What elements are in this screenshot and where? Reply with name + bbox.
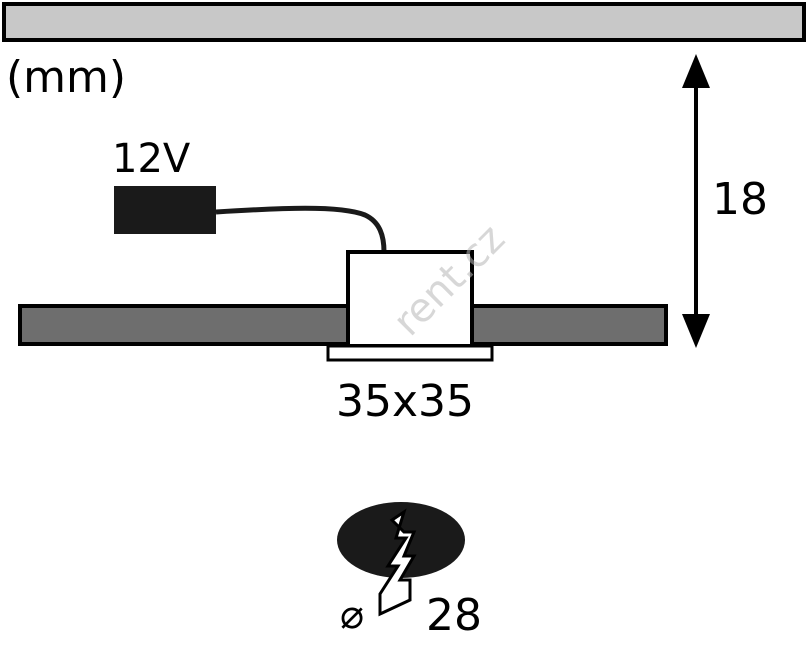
panel-left xyxy=(18,304,352,346)
cable xyxy=(215,205,387,253)
diameter-value: 28 xyxy=(426,590,482,641)
drill-bit-icon xyxy=(337,502,465,617)
diameter-icon: ⌀ xyxy=(340,592,364,638)
height-label: 18 xyxy=(712,174,768,225)
size-label: 35x35 xyxy=(336,376,474,427)
arrow-down-icon xyxy=(682,314,710,348)
arrow-up-icon xyxy=(682,54,710,88)
luminaire-housing xyxy=(346,250,474,348)
units-label: (mm) xyxy=(6,52,126,103)
voltage-label: 12V xyxy=(112,136,191,182)
ceiling-bar xyxy=(2,2,806,42)
panel-right xyxy=(470,304,668,346)
luminaire-front-plate xyxy=(326,344,494,362)
driver-block xyxy=(114,186,216,234)
